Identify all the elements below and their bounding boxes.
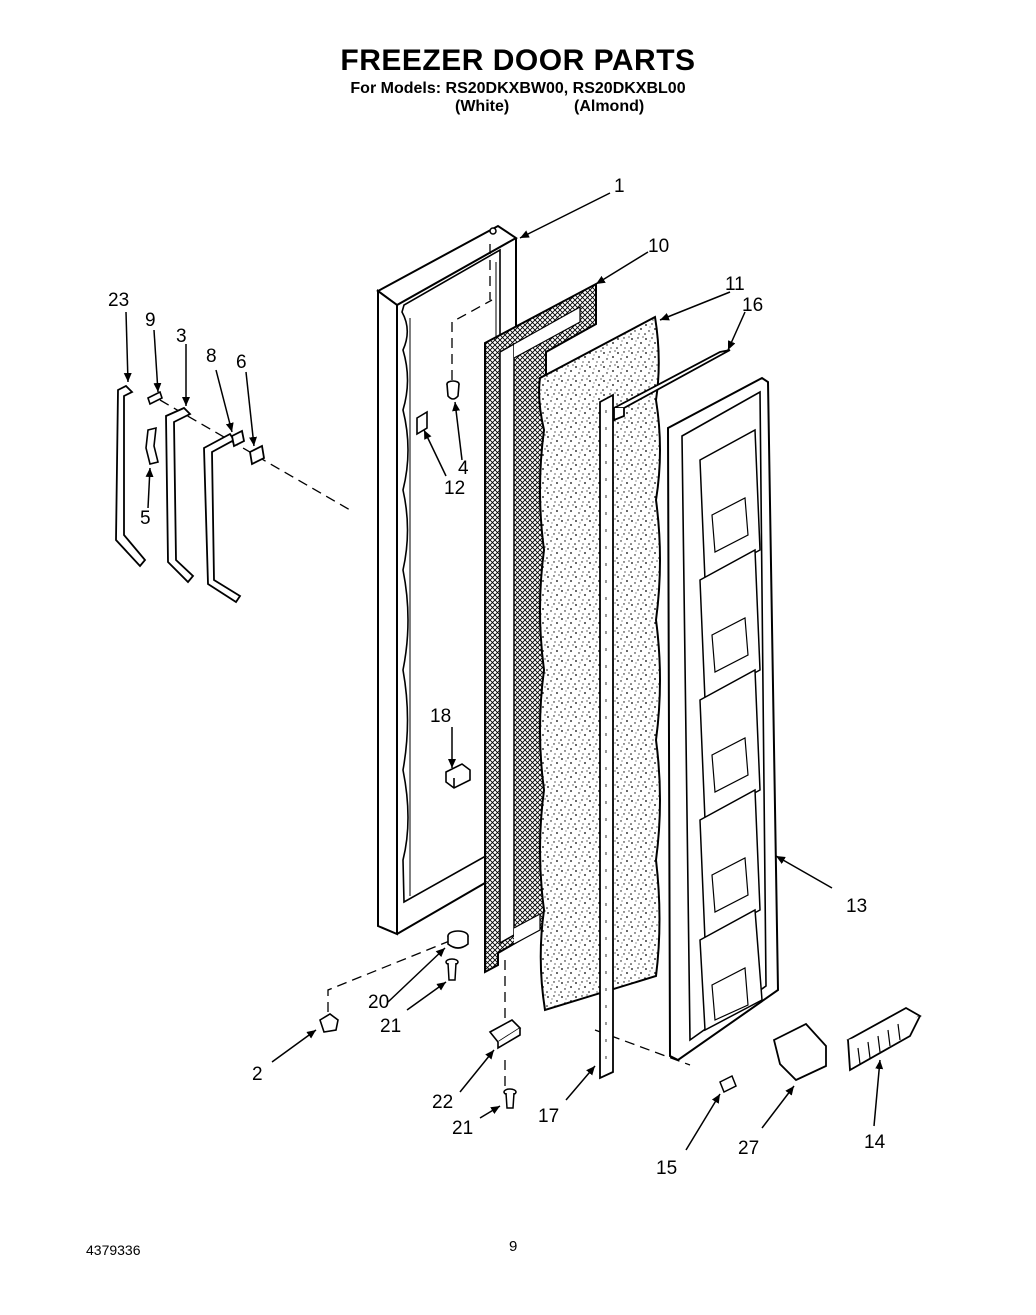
hinge-bushing-20 — [447, 930, 469, 949]
callout-12: 12 — [444, 478, 465, 499]
hinge-strip — [599, 393, 614, 1080]
callout-18: 18 — [430, 706, 451, 727]
leader-lines — [123, 192, 884, 1151]
callout-1: 1 — [614, 176, 625, 197]
callout-2: 2 — [252, 1064, 263, 1085]
callout-numbers: 1 10 11 16 23 9 3 8 6 5 4 12 18 13 20 21… — [108, 176, 886, 1179]
spring-clip-5 — [145, 426, 159, 465]
screw-9 — [147, 390, 163, 406]
bracket-8-6 — [203, 429, 265, 604]
hinge-bracket-22 — [488, 1019, 522, 1050]
callout-17: 17 — [538, 1106, 559, 1127]
page-number: 9 — [509, 1238, 518, 1255]
handle-23 — [115, 384, 147, 568]
callout-27: 27 — [738, 1138, 759, 1159]
models-line: For Models: RS20DKXBW00, RS20DKXBL00 — [350, 80, 686, 97]
diagram-title: FREEZER DOOR PARTS — [340, 44, 696, 77]
grille-14 — [846, 1006, 922, 1072]
callout-20: 20 — [368, 992, 389, 1013]
callout-3: 3 — [176, 326, 187, 347]
callout-23: 23 — [108, 290, 129, 311]
callout-14: 14 — [864, 1132, 886, 1153]
callout-6: 6 — [236, 352, 247, 373]
callout-21-upper: 21 — [380, 1016, 401, 1037]
callout-8: 8 — [206, 346, 217, 367]
stop-bracket-12 — [416, 410, 428, 436]
callout-13: 13 — [846, 896, 867, 917]
callout-16: 16 — [742, 295, 763, 316]
callout-21-lower: 21 — [452, 1118, 473, 1139]
callout-9: 9 — [145, 310, 156, 331]
top-cap-16 — [613, 349, 731, 422]
door-plug-4 — [446, 380, 460, 400]
document-number: 4379336 — [86, 1242, 141, 1258]
callout-10: 10 — [648, 236, 669, 257]
clip-18 — [445, 763, 471, 789]
callout-15: 15 — [656, 1158, 677, 1179]
door-top-hole — [489, 227, 497, 235]
color-almond-label: (Almond) — [574, 98, 645, 115]
inner-door-liner — [666, 376, 780, 1062]
cover-27 — [772, 1022, 827, 1082]
color-white-label: (White) — [455, 98, 510, 115]
callout-22: 22 — [432, 1092, 453, 1113]
callout-5: 5 — [140, 508, 151, 529]
hinge-pin-2 — [319, 1013, 339, 1033]
callout-4: 4 — [458, 458, 469, 479]
screw-15 — [719, 1074, 737, 1094]
screw-21-lower — [503, 1088, 517, 1109]
bracket-3 — [165, 406, 195, 584]
screw-21-upper — [445, 958, 459, 981]
callout-11: 11 — [725, 274, 745, 295]
